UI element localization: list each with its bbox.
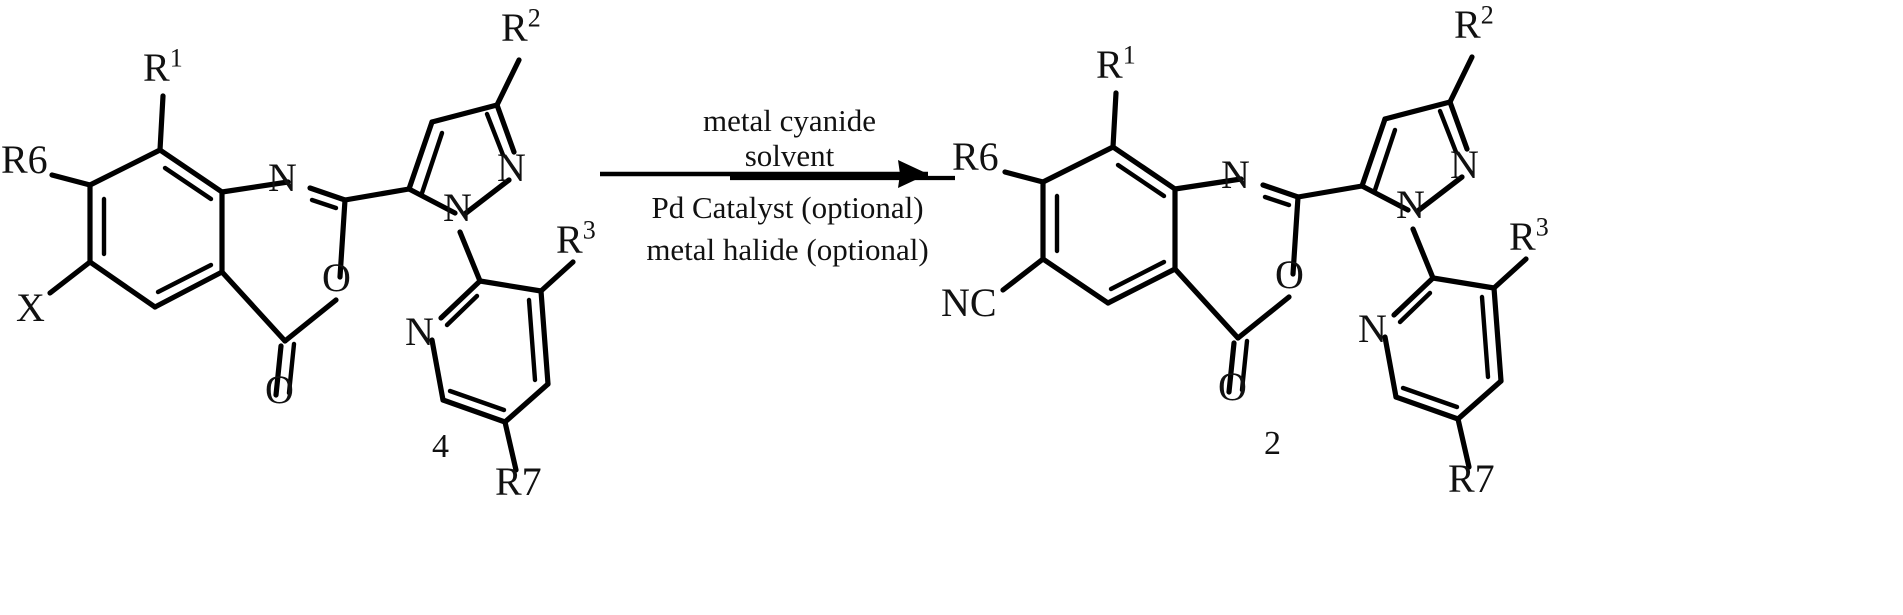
reactant-pyrazole-n2: N bbox=[497, 145, 526, 190]
reactant-x-label: X bbox=[16, 285, 45, 330]
reactant-skeleton bbox=[47, 57, 576, 473]
reactant-pyrazole-n1: N bbox=[443, 185, 472, 230]
reactant-ring-oxygen: O bbox=[322, 255, 351, 300]
condition-below-line-1: Pd Catalyst (optional) bbox=[651, 190, 924, 225]
reaction-arrow-group bbox=[600, 160, 955, 188]
product-ring-oxygen: O bbox=[1275, 252, 1304, 297]
product-skeleton bbox=[1000, 54, 1529, 470]
product-pyrazole-n2: N bbox=[1450, 142, 1479, 187]
product-carbonyl-oxygen: O bbox=[1218, 364, 1247, 409]
product-pyrazole-n1: N bbox=[1396, 182, 1425, 227]
reactant-r1-label: R1 bbox=[143, 43, 183, 90]
reactant-r2-label: R2 bbox=[501, 3, 541, 50]
reactant-r7-label: R7 bbox=[495, 459, 542, 504]
product-r1-label: R1 bbox=[1096, 40, 1136, 87]
product-r7-label: R7 bbox=[1448, 456, 1495, 501]
reactant-compound-number: 4 bbox=[432, 428, 449, 465]
product-ring-nitrogen: N bbox=[1221, 152, 1250, 197]
product-r6-label: R6 bbox=[952, 134, 999, 179]
condition-above-line-2: solvent bbox=[744, 138, 835, 173]
product-nitrile-label: NC bbox=[941, 280, 997, 325]
condition-above-line-1: metal cyanide bbox=[703, 103, 876, 138]
product-r3-label: R3 bbox=[1509, 212, 1549, 259]
product-r2-label: R2 bbox=[1454, 0, 1494, 47]
condition-below-line-2: metal halide (optional) bbox=[646, 232, 929, 267]
reactant-r6-label: R6 bbox=[1, 137, 48, 182]
reactant-carbonyl-oxygen: O bbox=[265, 367, 294, 412]
reactant-ring-nitrogen: N bbox=[268, 155, 297, 200]
product-compound-number: 2 bbox=[1264, 425, 1281, 462]
reactant-pyridine-nitrogen: N bbox=[405, 309, 434, 354]
product-pyridine-nitrogen: N bbox=[1358, 306, 1387, 351]
reactant-r3-label: R3 bbox=[556, 215, 596, 262]
